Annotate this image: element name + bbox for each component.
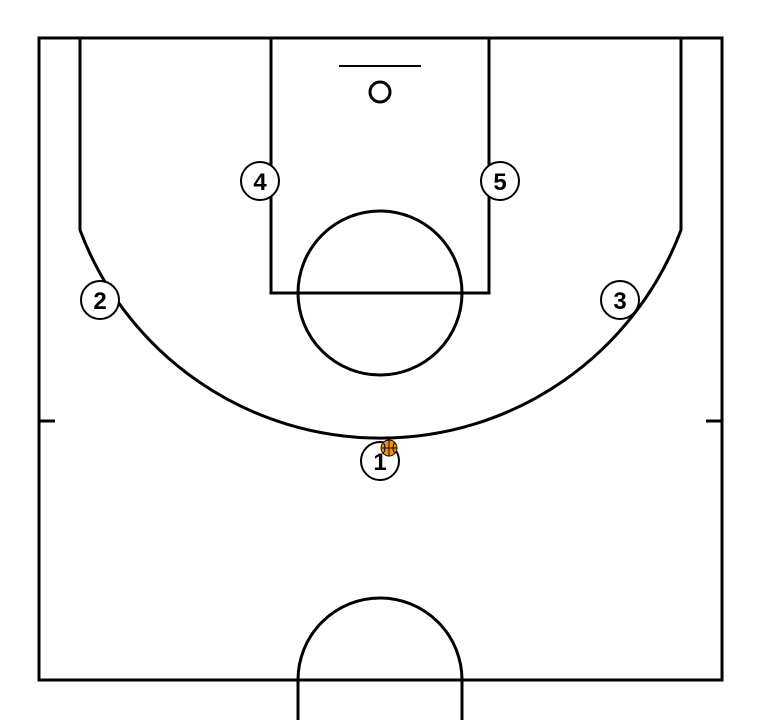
player-2-marker (80, 280, 120, 320)
three-point-line (78, 38, 683, 440)
player-4-label: 4 (253, 169, 267, 196)
player-5-marker (480, 161, 520, 201)
court-boundary (37, 36, 724, 682)
player-4-marker (240, 161, 280, 201)
free-throw-circle (296, 209, 464, 377)
player-1-label: 1 (373, 449, 386, 476)
paint-lane (269, 36, 491, 295)
player-2-label: 2 (93, 288, 106, 315)
player-5-label: 5 (493, 169, 506, 196)
basketball-icon (380, 439, 398, 457)
player-2: 2 (80, 280, 120, 320)
player-4: 4 (240, 161, 280, 201)
player-3: 3 (600, 280, 640, 320)
center-circle (296, 596, 464, 720)
basket-rim (368, 80, 392, 104)
player-5: 5 (480, 161, 520, 201)
player-3-marker (600, 280, 640, 320)
player-3-label: 3 (613, 288, 626, 315)
